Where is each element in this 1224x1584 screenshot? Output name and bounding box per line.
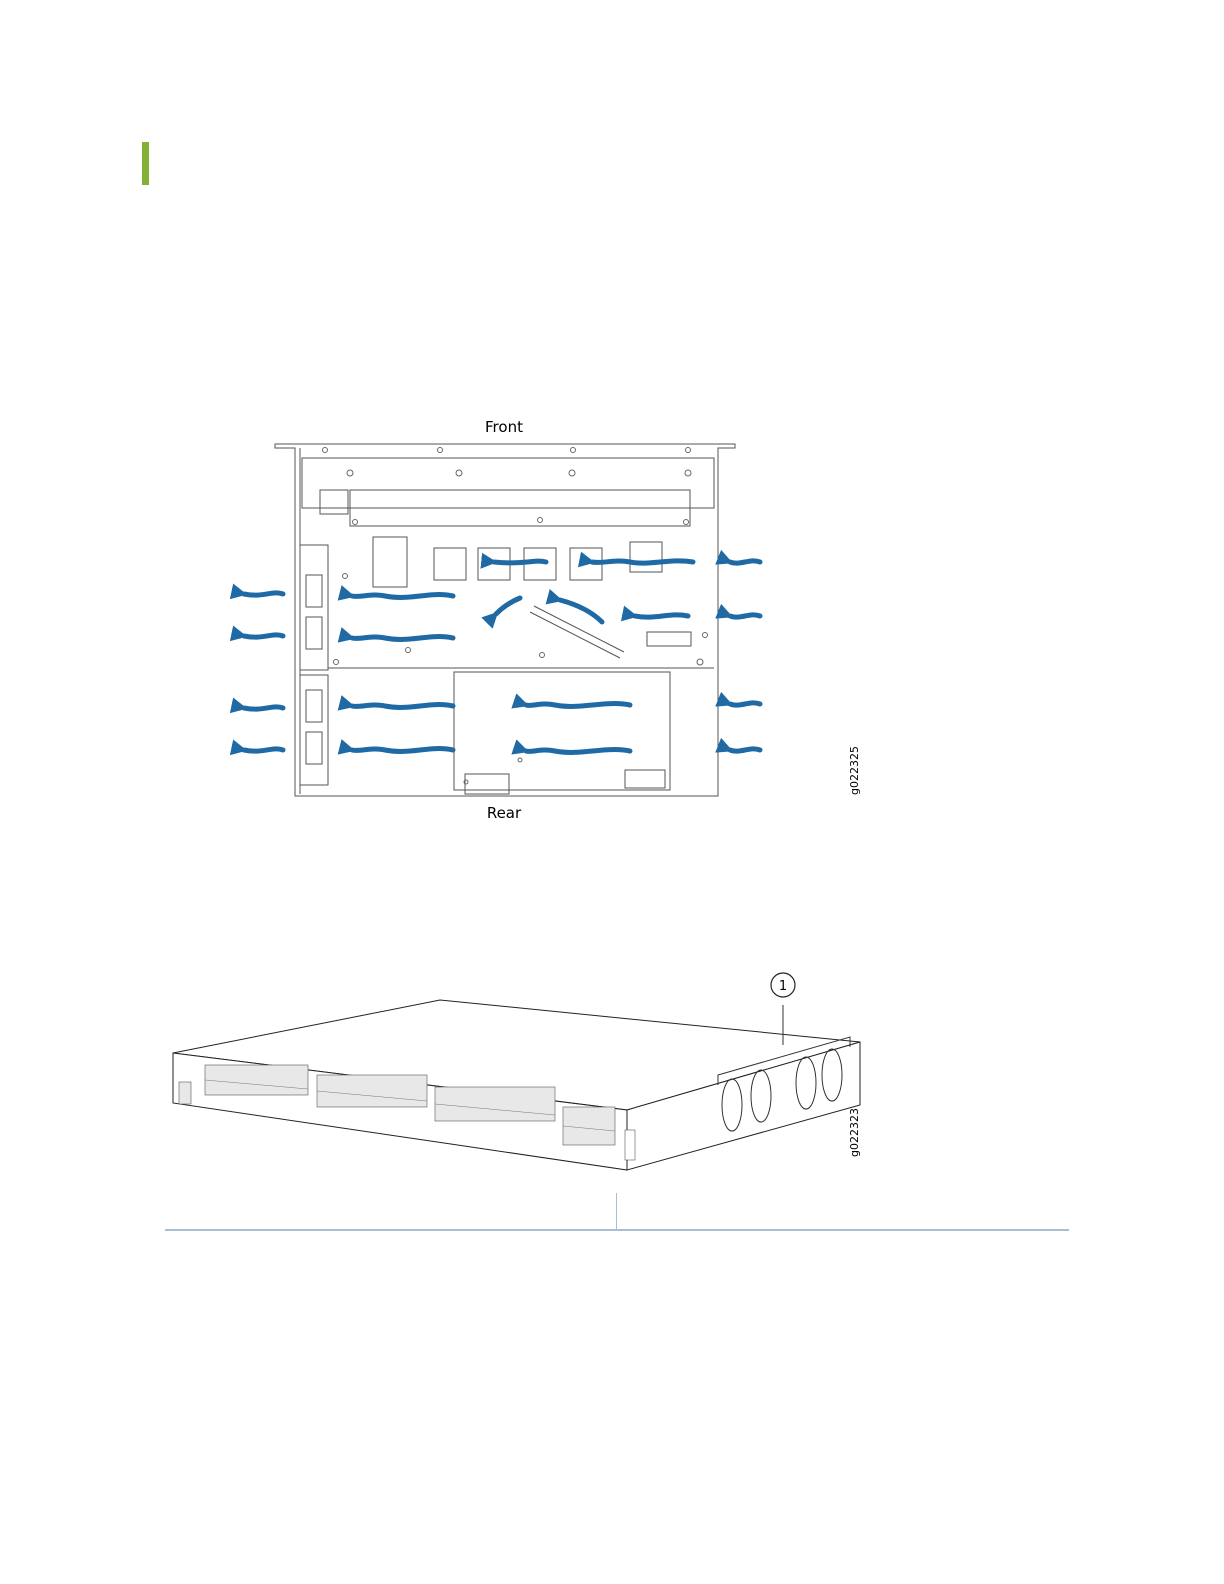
airflow-arrow — [526, 704, 630, 707]
airflow-arrow — [730, 749, 760, 751]
figure-id-airflow: g022325 — [848, 746, 861, 795]
airflow-arrow — [635, 615, 688, 617]
airflow-diagram-svg: Front Rear — [230, 410, 870, 830]
table-bottom-rule — [165, 1229, 1069, 1231]
rear-label: Rear — [487, 804, 522, 822]
airflow-diagram: Front Rear — [230, 410, 870, 830]
chassis-diagram: 1 g022323 — [165, 965, 875, 1180]
airflow-arrow — [526, 750, 630, 753]
airflow-arrow — [352, 705, 453, 708]
airflow-arrow — [494, 561, 546, 563]
callout-1: 1 — [771, 973, 795, 997]
airflow-arrow — [730, 615, 760, 617]
chassis-outline — [275, 444, 735, 796]
airflow-arrow — [352, 749, 453, 752]
airflow-arrows — [244, 561, 760, 753]
chassis-diagram-svg: 1 g022323 — [165, 965, 875, 1180]
airflow-arrow — [592, 561, 693, 563]
airflow-arrow — [244, 707, 283, 709]
airflow-arrow — [352, 595, 453, 598]
airflow-arrow — [496, 598, 520, 614]
callout-number: 1 — [779, 979, 787, 994]
airflow-arrow — [244, 635, 283, 637]
front-label: Front — [485, 418, 523, 436]
airflow-arrow — [244, 749, 283, 751]
table-column-divider — [616, 1193, 617, 1229]
airflow-arrow — [730, 561, 760, 563]
figure-id-chassis: g022323 — [848, 1108, 861, 1157]
section-accent-bar — [142, 142, 149, 185]
airflow-arrow — [352, 637, 453, 640]
airflow-arrow — [730, 703, 760, 705]
airflow-arrow — [244, 593, 283, 595]
airflow-arrow — [560, 600, 602, 622]
